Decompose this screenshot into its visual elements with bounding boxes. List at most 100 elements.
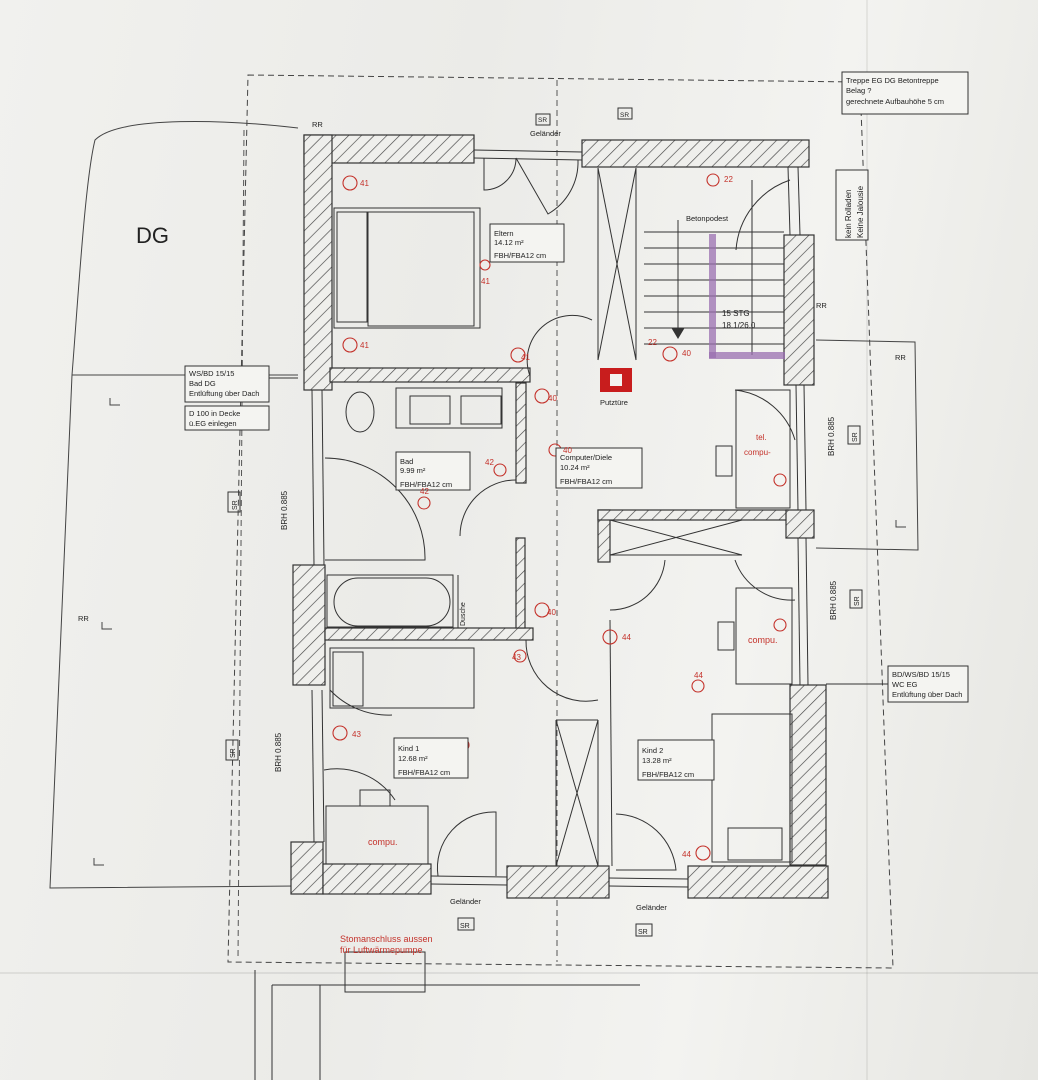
stairs-note-line: gerechnete Aufbauhöhe 5 cm	[846, 97, 944, 106]
room-area: 13.28 m²	[642, 756, 672, 765]
stairs-count: 15 STG	[722, 309, 750, 318]
room-name: Eltern	[494, 229, 514, 238]
circuit-marker: 44	[682, 850, 691, 859]
window-symbols	[93, 398, 906, 866]
putztuere-label: Putztüre	[600, 398, 628, 407]
rolladen-box	[835, 169, 869, 241]
room-floor: FBH/FBA12 cm	[560, 477, 612, 486]
circuit-marker: 22	[724, 175, 733, 184]
circuit-marker: 40	[547, 608, 556, 617]
room-name: Computer/Diele	[560, 453, 612, 462]
rr-label: RR	[312, 120, 323, 129]
sr-label: SR	[852, 432, 859, 442]
circuit-marker: 40	[548, 394, 557, 403]
room-floor: FBH/FBA12 cm	[400, 480, 452, 489]
rr-label: RR	[816, 301, 827, 310]
stair-rail	[709, 234, 716, 358]
doors	[323, 157, 796, 877]
bad-dg-note-line: Bad DG	[189, 379, 216, 388]
stairs-note-line: Belag ?	[846, 86, 871, 95]
circuit-marker: 40	[682, 349, 691, 358]
annex-outline	[815, 339, 919, 551]
wc-eg-note-line: WC EG	[892, 680, 918, 689]
tel-label: tel.	[756, 433, 767, 442]
bad-dg-note-box	[184, 365, 270, 403]
gelaender-label: Geländer	[450, 897, 481, 906]
sr-label: SR	[854, 596, 861, 606]
circuit-marker: 40	[563, 446, 572, 455]
brh-label: BRH 0.885	[827, 416, 836, 456]
circuit-marker: 41	[521, 353, 530, 362]
circuit-marker: 41	[360, 341, 369, 350]
jalousie-note: Keine Jalousie	[856, 185, 865, 238]
circuit-marker: 43	[512, 653, 521, 662]
room-floor: FBH/FBA12 cm	[642, 770, 694, 779]
circuit-marker: 22	[648, 338, 657, 347]
room-area: 10.24 m²	[560, 463, 590, 472]
bad-dg-note-line: WS/BD 15/15	[189, 369, 234, 378]
sr-label: SR	[232, 500, 239, 510]
rr-label: RR	[78, 614, 89, 623]
circuit-marker: 41	[481, 277, 490, 286]
eltern-label-box	[489, 223, 565, 263]
brh-label: BRH 0.885	[274, 732, 283, 772]
rr-label: RR	[895, 353, 906, 362]
wall-lines	[311, 149, 809, 888]
kind2-label-box	[637, 739, 715, 781]
room-name: Bad	[400, 457, 413, 466]
circuit-marker: 42	[420, 487, 429, 496]
betonpodest-label: Betonpodest	[686, 214, 729, 223]
room-area: 12.68 m²	[398, 754, 428, 763]
d100-note-line: ü.EG einlegen	[189, 419, 237, 428]
circuit-marker: 44	[694, 671, 703, 680]
circuit-marker: 43	[352, 730, 361, 739]
bad-label-box	[395, 451, 471, 491]
axis-line	[237, 129, 245, 961]
compu-short-label: compu-	[744, 448, 771, 457]
room-name: Kind 2	[642, 746, 663, 755]
d100-note-box	[184, 405, 270, 431]
stairs-note-box	[841, 71, 969, 115]
heatpump-box	[344, 951, 426, 993]
dusche-label: Dusche	[460, 602, 467, 626]
kind1-label-box	[393, 737, 469, 779]
terrace-outline	[49, 121, 299, 889]
paper-fold	[866, 0, 868, 1080]
floor-label: DG	[136, 223, 169, 248]
diele-label-box	[555, 447, 643, 489]
sr-label: SR	[460, 923, 470, 930]
gelaender-label: Geländer	[636, 903, 667, 912]
circuit-marker: 42	[485, 458, 494, 467]
compu-label: compu.	[368, 837, 398, 847]
paper-fold	[0, 972, 1038, 974]
room-area: 9.99 m²	[400, 466, 426, 475]
sr-label: SR	[538, 117, 547, 124]
gelaender-label: Geländer	[530, 129, 561, 138]
power-note-line: für Luftwärmepumpe	[340, 945, 423, 955]
exterior-walls	[290, 134, 829, 899]
d100-note-line: D 100 in Decke	[189, 409, 240, 418]
stairs-ratio: 18.1/26.0	[722, 321, 756, 330]
wc-eg-note-box	[887, 665, 969, 703]
stairs-note-line: Treppe EG DG Betontreppe	[846, 76, 939, 85]
sr-boxes	[225, 107, 863, 937]
putztuere-marker	[610, 374, 622, 386]
circuit-marker: 44	[622, 633, 631, 642]
room-area: 14.12 m²	[494, 238, 524, 247]
sr-label: SR	[620, 112, 629, 119]
rolladen-note: kein Rolladen	[844, 190, 853, 238]
room-name: Kind 1	[398, 744, 419, 753]
sr-label: SR	[638, 929, 648, 936]
power-note-line: Stomanschluss aussen	[340, 934, 433, 944]
bad-dg-note-line: Entlüftung über Dach	[189, 389, 259, 398]
circuit-marker: 41	[360, 179, 369, 188]
lower-floor-outline	[254, 970, 640, 1080]
sr-label: SR	[230, 748, 237, 758]
wc-eg-note-line: Entlüftung über Dach	[892, 690, 962, 699]
room-floor: FBH/FBA12 cm	[398, 768, 450, 777]
room-floor: FBH/FBA12 cm	[494, 251, 546, 260]
brh-label: BRH 0.885	[829, 580, 838, 620]
